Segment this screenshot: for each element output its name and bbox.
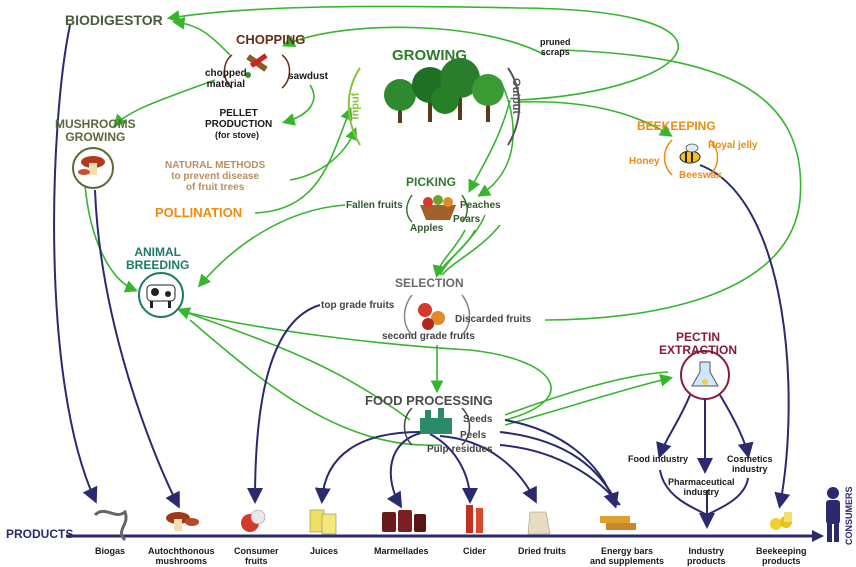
- peels-label: Peels: [460, 430, 487, 441]
- cow-icon: [146, 284, 176, 308]
- selection-bracket: [403, 294, 471, 336]
- cosmetics-label: Cosmetics industry: [727, 454, 773, 474]
- product-cider: Cider: [463, 546, 487, 556]
- output-label: Output: [510, 78, 523, 115]
- mushroom-icon: [78, 156, 105, 175]
- picking-title: PICKING: [406, 175, 457, 189]
- trees-icon: [384, 58, 504, 123]
- growing-bracket: [347, 67, 521, 146]
- apples-label: Apples: [410, 223, 444, 234]
- pharmaceutical-label: Pharmaceutical industry: [668, 477, 735, 497]
- factory-icon: [420, 408, 452, 434]
- consumer-person-icon: [826, 487, 840, 542]
- biogas-icon: [93, 509, 128, 542]
- chopping-icon: [245, 53, 268, 78]
- growing-title: GROWING: [392, 47, 467, 64]
- pruned-scraps-label: pruned scraps: [540, 37, 571, 57]
- input-label: Input: [349, 92, 362, 120]
- beeswax-label: Beeswax: [679, 170, 722, 181]
- selection-title: SELECTION: [395, 276, 464, 290]
- consumer-fruits-icon: [241, 509, 266, 532]
- energy-bars-icon: [600, 516, 636, 530]
- fallen-fruits-label: Fallen fruits: [346, 200, 403, 211]
- food-industry-label: Food industry: [628, 454, 688, 464]
- seeds-label: Seeds: [463, 414, 493, 425]
- consumers-label: CONSUMERS: [844, 486, 854, 545]
- pectin-title: PECTIN EXTRACTION: [659, 330, 737, 358]
- beekeeping-bracket: [663, 139, 719, 176]
- products-label: PRODUCTS: [6, 527, 74, 541]
- food-processing-bracket: [403, 407, 471, 446]
- honey-label: Honey: [629, 156, 660, 167]
- flask-icon: [691, 361, 719, 387]
- product-industry: Industry products: [687, 546, 726, 566]
- discarded-label: Discarded fruits: [455, 314, 532, 325]
- bee-icon: [679, 143, 701, 164]
- royal-jelly-label: Royal jelly: [708, 140, 758, 151]
- pollination-title: POLLINATION: [155, 205, 243, 220]
- product-dried-fruits: Dried fruits: [518, 546, 567, 556]
- mushrooms-product-icon: [166, 512, 199, 531]
- pears-label: Pears: [453, 214, 481, 225]
- dried-fruits-icon: [527, 511, 551, 535]
- product-biogas: Biogas: [95, 546, 126, 556]
- biodigestor-title: BIODIGESTOR: [65, 12, 163, 28]
- product-consumer-fruits: Consumer fruits: [234, 546, 279, 566]
- pellet-title: PELLET PRODUCTION: [205, 108, 273, 130]
- chopped-material-label: chopped material: [205, 68, 247, 90]
- products-arrow: [66, 530, 824, 542]
- pulp-residues-label: Pulp residues: [427, 444, 493, 455]
- juices-icon: [309, 509, 337, 535]
- product-beekeeping: Beekeeping products: [756, 546, 807, 566]
- cider-icon: [466, 505, 483, 533]
- product-juices: Juices: [310, 546, 339, 556]
- marmellades-icon: [382, 510, 426, 532]
- chopping-title: CHOPPING: [236, 32, 306, 47]
- green-flows: [84, 5, 802, 446]
- second-grade-label: second grade fruits: [382, 331, 475, 342]
- sawdust-label: sawdust: [288, 71, 329, 82]
- peaches-label: Peaches: [460, 200, 501, 211]
- chopping-bracket: [223, 54, 291, 89]
- beekeeping-title: BEEKEEPING: [637, 119, 716, 133]
- pellet-subtitle: (for stove): [215, 130, 260, 140]
- mushrooms-title: MUSHROOMS GROWING: [55, 117, 136, 145]
- product-energy-bars: Energy bars and supplements: [590, 546, 665, 566]
- fruits-icon: [418, 303, 445, 330]
- natural-methods-label: NATURAL METHODS to prevent disease of fr…: [165, 160, 266, 193]
- top-grade-label: top grade fruits: [321, 300, 395, 311]
- beekeeping-products-icon: [770, 512, 792, 530]
- basket-icon: [420, 195, 456, 220]
- animal-breeding-title: ANIMAL BREEDING: [126, 245, 190, 273]
- picking-bracket: [406, 194, 468, 223]
- navy-flows: [53, 24, 791, 529]
- product-marmellades: Marmellades: [374, 546, 429, 556]
- product-mushrooms: Autochthonous mushrooms: [148, 546, 215, 566]
- food-processing-title: FOOD PROCESSING: [365, 393, 493, 408]
